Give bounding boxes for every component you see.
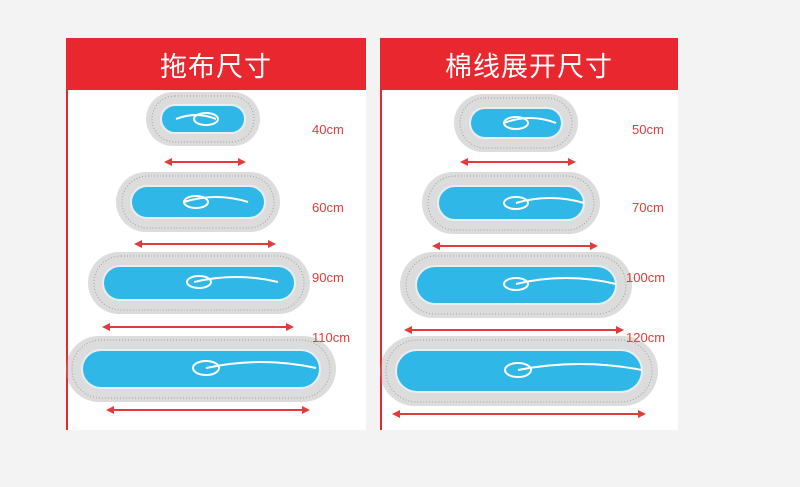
arrow-70 [432, 242, 598, 250]
mop-110 [66, 336, 336, 402]
right-panel: 棉线展开尺寸 [380, 38, 678, 430]
mop-70 [422, 172, 600, 234]
arrow-50 [460, 158, 576, 166]
mop-illustrations [66, 92, 336, 414]
mop-100 [400, 252, 632, 318]
size-label-50: 50cm [632, 122, 664, 137]
mop-illustrations-right [380, 94, 658, 418]
left-panel: 拖布尺寸 [66, 38, 366, 430]
arrow-90 [102, 323, 294, 331]
size-label-120: 120cm [626, 330, 666, 345]
mop-60 [116, 172, 280, 232]
mop-50 [454, 94, 578, 152]
arrow-120 [392, 410, 646, 418]
mop-120 [380, 336, 658, 406]
size-label-60: 60cm [312, 200, 344, 215]
size-label-40: 40cm [312, 122, 344, 137]
size-label-70: 70cm [632, 200, 664, 215]
mop-40 [146, 92, 260, 146]
right-panel-title: 棉线展开尺寸 [380, 38, 678, 90]
size-label-110: 110cm [312, 330, 351, 345]
size-label-90: 90cm [312, 270, 344, 285]
arrow-100 [404, 326, 624, 334]
arrow-40 [164, 158, 246, 166]
arrow-60 [134, 240, 276, 248]
mop-90 [88, 252, 310, 314]
right-panel-border [380, 90, 382, 430]
arrow-110 [106, 406, 310, 414]
left-panel-border [66, 90, 68, 430]
left-panel-title: 拖布尺寸 [66, 38, 366, 90]
size-label-100: 100cm [626, 270, 666, 285]
